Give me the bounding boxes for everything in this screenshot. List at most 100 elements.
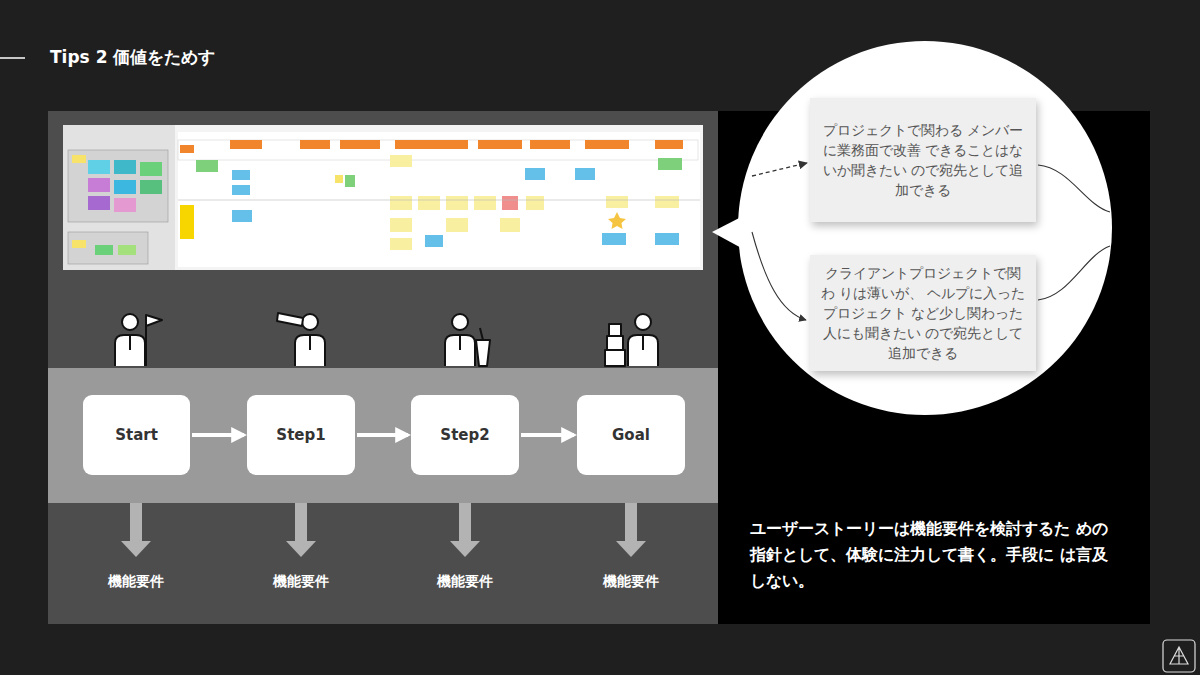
step-box: Goal	[577, 395, 685, 475]
decor-shape	[335, 175, 343, 183]
decor-shape	[232, 185, 250, 195]
leader-line	[1038, 246, 1110, 300]
logo-mark	[1163, 640, 1195, 672]
decor-shape	[196, 160, 218, 172]
callout-circle	[738, 41, 1112, 415]
decor-shape	[446, 218, 468, 232]
decor-shape	[146, 315, 162, 326]
figure-band	[48, 305, 718, 368]
upper-panel	[48, 111, 718, 305]
step-box: Step1	[247, 395, 355, 475]
decor-shape	[390, 218, 412, 232]
requirement-label: 機能要件	[76, 573, 196, 591]
decor-shape	[72, 240, 86, 248]
decor-shape	[526, 196, 544, 210]
decor-shape	[445, 335, 475, 366]
decor-shape	[1170, 647, 1188, 664]
node-text: Step2	[440, 426, 489, 444]
decor-shape	[114, 160, 136, 174]
decor-shape	[616, 503, 646, 557]
sticky-note: クライアントプロジェクトで関わ りは薄いが、 ヘルプに入ったプロジェクト など少…	[810, 255, 1036, 371]
decor-shape	[286, 503, 316, 557]
decor-shape	[478, 140, 522, 149]
decor-shape	[114, 180, 136, 194]
decor-shape	[655, 233, 679, 245]
decor-shape	[658, 158, 682, 170]
decor-shape	[121, 503, 151, 557]
requirement-label: 機能要件	[241, 573, 361, 591]
decor-shape	[115, 335, 145, 366]
decor-shape	[88, 178, 110, 192]
step-box: Step2	[411, 395, 519, 475]
figure-icons	[115, 313, 658, 366]
sticky-note: プロジェクトで関わる メンバーに業務面で改善 できることはないか聞きたい ので宛…	[810, 98, 1036, 222]
decor-shape	[585, 140, 629, 149]
node-text: Step1	[276, 426, 325, 444]
decor-shape	[63, 125, 703, 270]
decor-shape	[655, 196, 679, 208]
decor-shape	[180, 145, 194, 153]
decor-shape	[425, 235, 443, 247]
decor-shape	[642, 336, 644, 350]
down-arrows	[121, 503, 646, 557]
decor-shape	[525, 168, 545, 180]
decor-shape	[114, 198, 136, 212]
decor-shape	[232, 210, 252, 222]
flow-arrow	[192, 433, 244, 437]
decor-shape	[500, 218, 520, 232]
decor-shape	[232, 170, 250, 180]
leader-line	[1038, 165, 1110, 212]
decor-shape	[480, 328, 483, 340]
decor-shape	[1163, 640, 1195, 672]
decor-shape	[602, 233, 626, 245]
decor-shape	[390, 196, 412, 210]
decor-shape	[575, 168, 595, 180]
step-band	[48, 368, 718, 503]
decor-shape	[68, 232, 148, 264]
decor-shape	[178, 132, 700, 267]
decor-shape	[295, 335, 325, 366]
decor-shape	[140, 162, 162, 176]
leader-line	[752, 232, 806, 320]
decor-shape	[608, 212, 626, 229]
decor-shape	[502, 196, 518, 210]
speaker-figure	[445, 314, 490, 366]
title-rule	[0, 57, 25, 59]
decor-shape	[530, 140, 570, 149]
decor-shape	[420, 140, 468, 149]
decor-shape	[63, 125, 175, 270]
leader-line	[752, 163, 807, 176]
telescope-figure	[277, 313, 325, 366]
decor-shape	[605, 350, 625, 366]
decor-shape	[88, 160, 110, 174]
decor-shape	[450, 503, 480, 557]
decor-shape	[452, 314, 468, 330]
node-text: Start	[115, 426, 158, 444]
decor-shape	[606, 196, 628, 208]
decor-shape	[340, 140, 380, 149]
decor-shape	[609, 324, 621, 336]
decor-shape	[140, 180, 162, 194]
decor-shape	[635, 314, 651, 330]
decor-shape	[628, 335, 658, 366]
step-box: Start	[83, 395, 190, 475]
decor-shape	[390, 155, 412, 167]
decor-shape	[88, 196, 110, 210]
decor-shape	[345, 175, 355, 187]
flag-figure	[115, 314, 162, 366]
node-text: クライアントプロジェクトで関わ りは薄いが、 ヘルプに入ったプロジェクト など少…	[820, 263, 1026, 363]
slide-title: Tips 2 価値をためす	[50, 46, 215, 69]
decor-shape	[95, 245, 113, 255]
decor-shape	[607, 336, 623, 350]
decor-shape	[178, 200, 700, 201]
decor-shape	[655, 140, 683, 149]
requirement-band	[48, 503, 718, 624]
decor-shape	[418, 196, 440, 210]
decor-shape	[72, 155, 86, 163]
decor-shape	[300, 140, 330, 149]
decor-shape	[277, 313, 303, 326]
decor-shape	[230, 140, 262, 149]
requirement-label: 機能要件	[405, 573, 525, 591]
decor-shape	[118, 245, 136, 255]
